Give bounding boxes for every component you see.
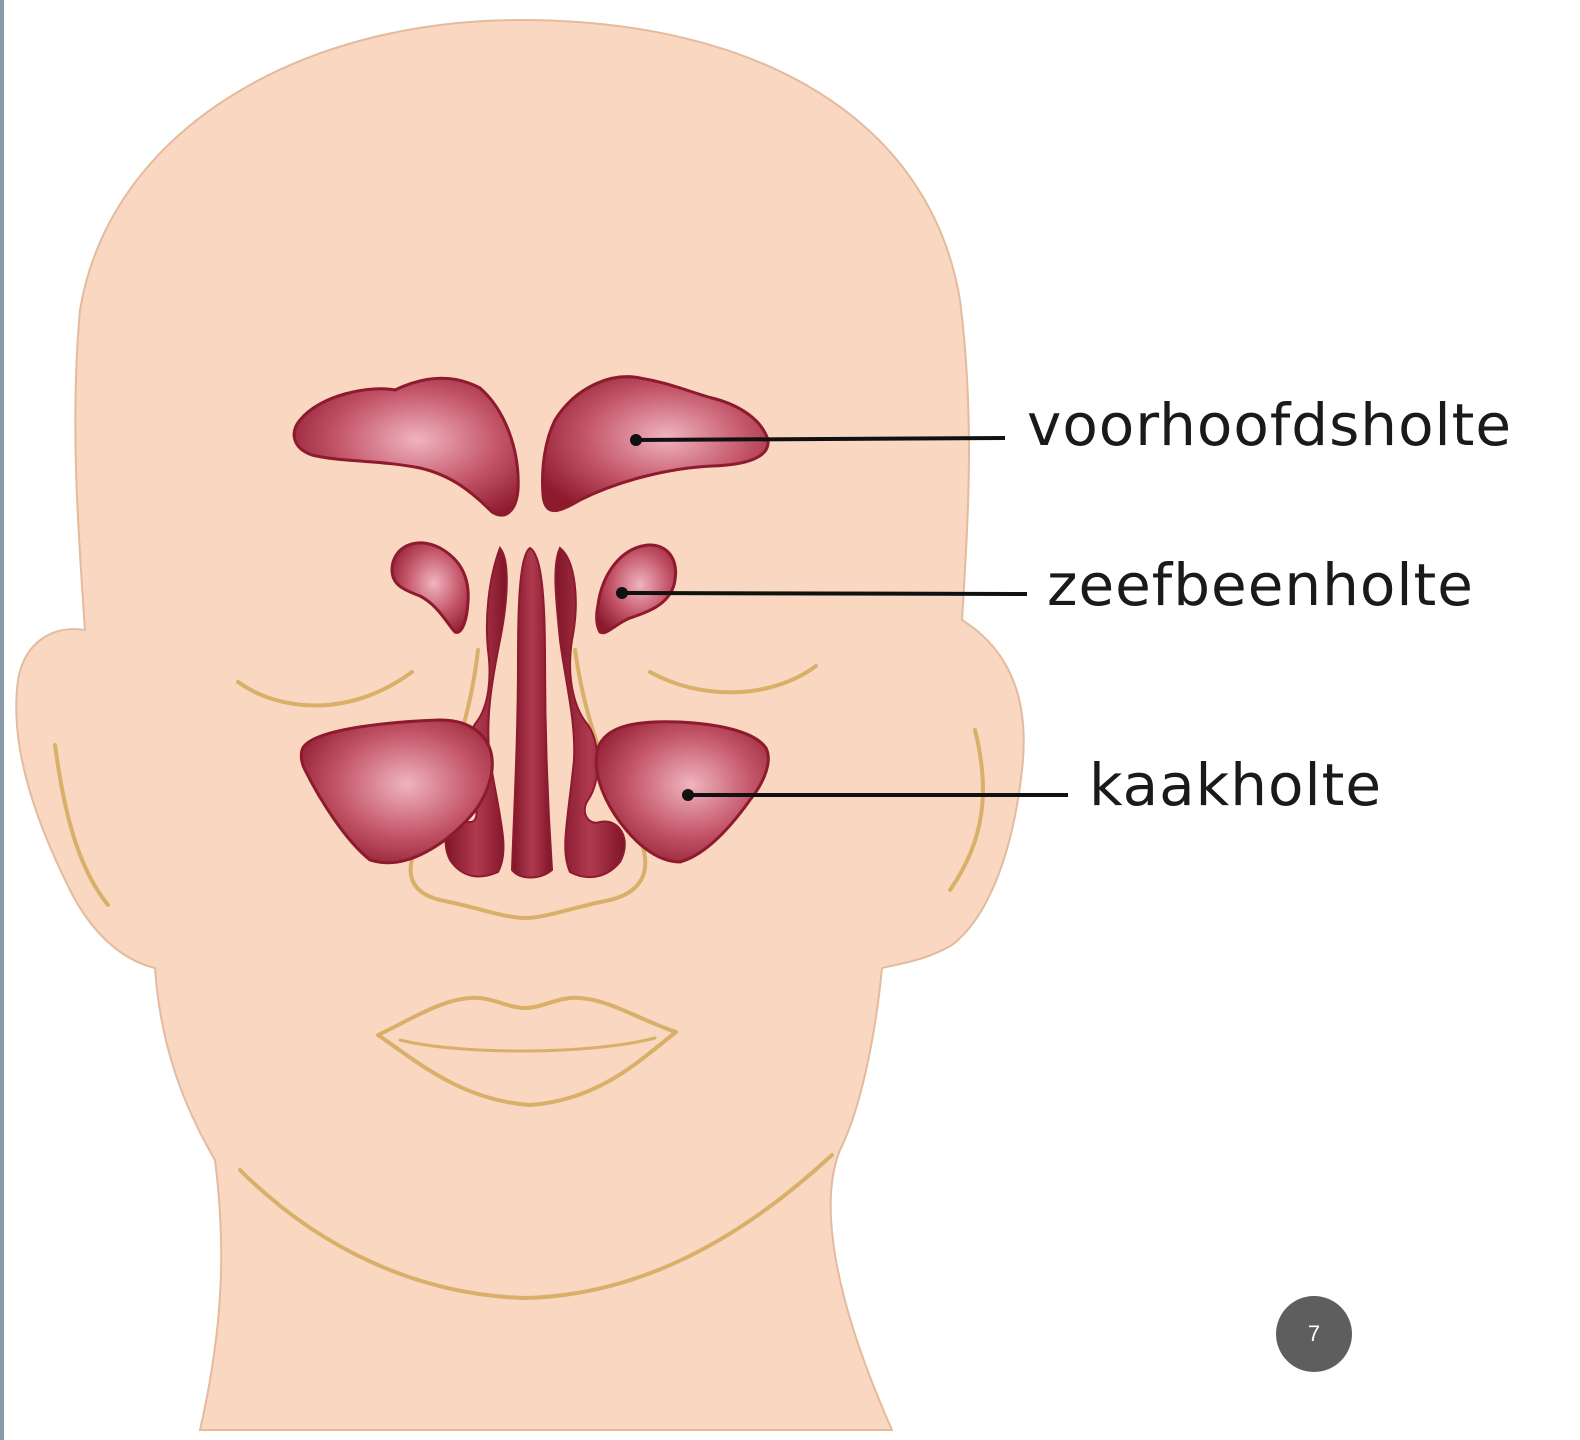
label-ethmoid-sinus: zeefbeenholte xyxy=(1047,556,1474,614)
page-number-badge: 7 xyxy=(1276,1296,1352,1372)
label-frontal-sinus: voorhoofdsholte xyxy=(1027,396,1512,454)
label-maxillary-sinus: kaakholte xyxy=(1089,756,1382,814)
